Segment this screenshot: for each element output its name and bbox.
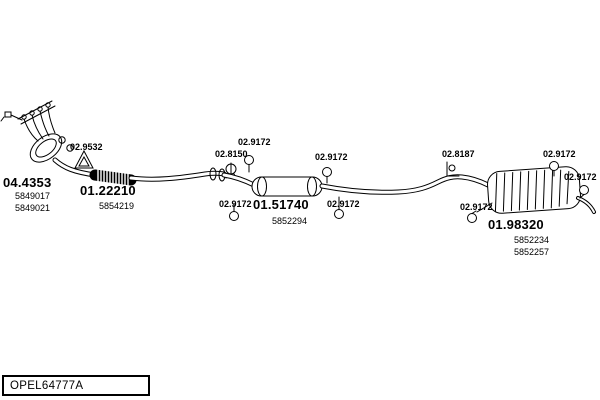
hanger-part-label-3[interactable]: 02.9172 [219, 199, 252, 209]
hanger-part-label-7[interactable]: 02.9172 [460, 202, 493, 212]
part-code-manifold[interactable]: 04.4353 [3, 175, 52, 190]
sensor-fitting-icon [0, 111, 23, 122]
part-sub-number: 5854219 [99, 201, 135, 211]
part-code-rear-silencer[interactable]: 01.98320 [488, 217, 544, 232]
hanger-stub-line [476, 202, 493, 213]
hanger-part-label-4[interactable]: 02.9172 [327, 199, 360, 209]
connector-pipe-drawing [221, 172, 257, 188]
center-silencer-drawing [251, 176, 323, 197]
bracket-part-label[interactable]: 02.8187 [442, 149, 475, 159]
gasket-part-label[interactable]: 02.9532 [70, 142, 103, 152]
part-sub-number: 5852234 [514, 235, 550, 245]
tailpipe-drawing [576, 196, 596, 214]
hanger-part-label-5[interactable]: 02.9172 [543, 149, 576, 159]
hanger-ring-icons [229, 155, 589, 223]
hanger-part-label-6[interactable]: 02.9172 [564, 172, 597, 182]
part-sub-number: 5849021 [15, 203, 51, 213]
part-code-center-silencer[interactable]: 01.51740 [253, 197, 309, 212]
drawing-number: OPEL64777A [10, 379, 84, 392]
bracket-icon [446, 161, 460, 177]
mid-pipe-drawing [319, 174, 491, 195]
flex-pipe-drawing [89, 168, 137, 189]
part-sub-number: 5852257 [514, 247, 550, 257]
exhaust-manifold-drawing [17, 100, 74, 163]
gasket-icon [74, 149, 94, 169]
drawing-number-box: OPEL64777A [2, 375, 150, 396]
front-pipe-drawing [128, 167, 227, 182]
hanger-part-label-1[interactable]: 02.9172 [238, 137, 271, 147]
part-sub-number: 5852294 [272, 216, 308, 226]
part-code-front-pipe[interactable]: 01.22210 [80, 183, 136, 198]
clamp-part-label[interactable]: 02.8150 [215, 149, 248, 159]
hanger-part-label-2[interactable]: 02.9172 [315, 152, 348, 162]
rear-silencer-drawing [487, 166, 581, 214]
part-sub-number: 5849017 [15, 191, 51, 201]
